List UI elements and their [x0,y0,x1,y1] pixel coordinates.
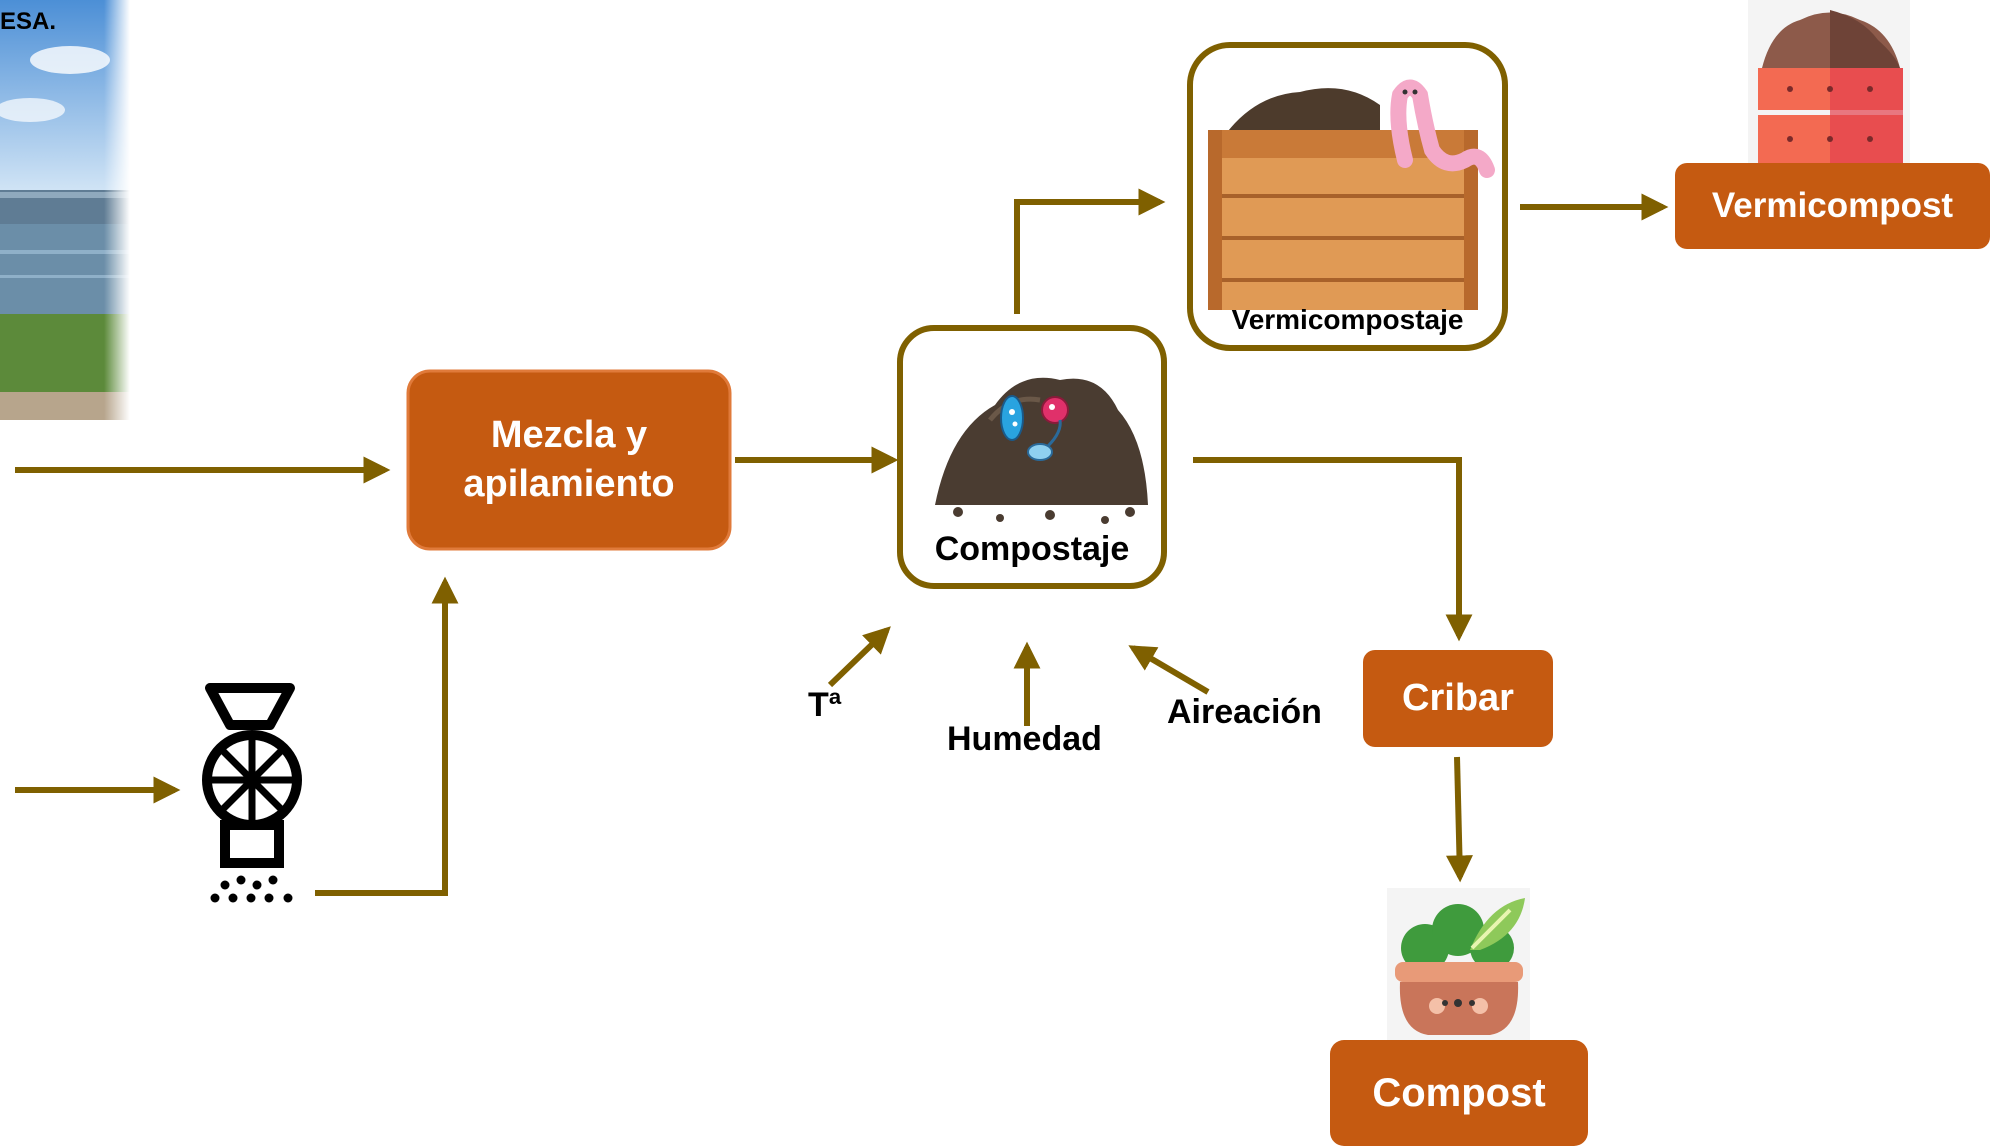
fertilizer-bag-icon [1748,0,1910,163]
compostaje-label: Compostaje [934,530,1130,568]
cribar-label: Cribar [1402,677,1514,719]
arrow-temperatura [827,626,891,688]
compost-label: Compost [1372,1070,1546,1115]
compostaje-frame [897,325,1167,589]
temperatura-label: Tª [808,686,842,724]
arrow-aireacion [1128,645,1210,695]
arrows [15,188,1669,896]
humedad-label: Humedad [947,720,1102,758]
arrow-compostaje-to-vermicompostaje [1014,188,1166,314]
arrow-compostaje-to-cribar [1193,457,1473,642]
mezcla-label: Mezcla y apilamiento [463,413,675,505]
vermicompost-label: Vermicompost [1711,186,1954,225]
compost-box [1330,1040,1588,1146]
vermicompostaje-frame [1187,42,1508,351]
cribar-box [1363,650,1553,747]
vermicompost-box [1675,163,1990,249]
arrow-cribar-to-compost [1445,756,1473,883]
plant-photo [0,0,130,420]
shredder-icon [202,683,302,903]
mezcla-box [406,369,732,551]
photo-caption: ESA. [0,8,57,35]
arrow-shredder-to-mezcla [315,576,459,896]
vermicompostaje-label: Vermicompostaje [1231,304,1464,335]
plant-pot-icon [1387,888,1530,1040]
worm-bin-icon [1208,79,1495,310]
aireacion-label: Aireación [1167,693,1322,731]
compost-pile-bacteria-icon [935,377,1148,524]
